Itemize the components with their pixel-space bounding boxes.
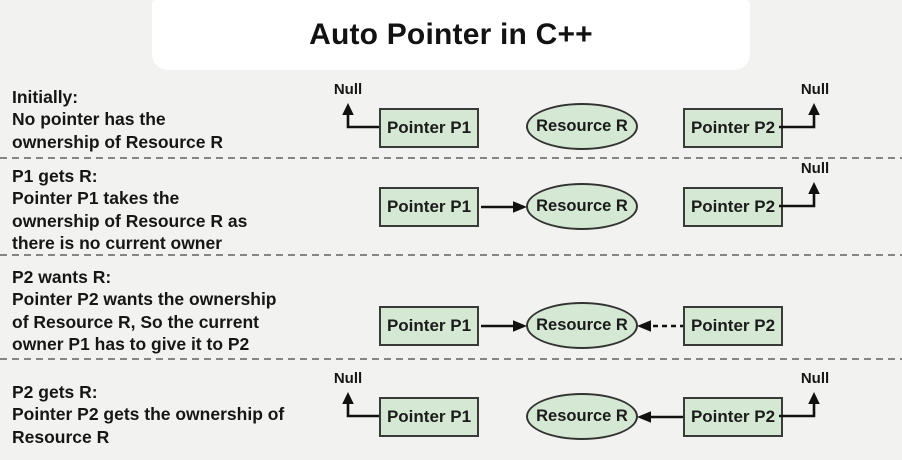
row4-p2-null-arrow-connector xyxy=(779,392,820,418)
row3-p2-wants-resource-dashed-arrow xyxy=(637,320,685,332)
row2-p1-owns-resource-arrow xyxy=(481,201,527,213)
row4-resource-ellipse: Resource R xyxy=(526,393,638,440)
row2-description: P1 gets R: Pointer P1 takes the ownershi… xyxy=(12,166,248,254)
row3-description: P2 wants R: Pointer P2 wants the ownersh… xyxy=(12,267,277,355)
row4-p2-null-label: Null xyxy=(800,370,830,387)
row2-p2-null-label: Null xyxy=(800,160,830,177)
row3-pointer-p2-box: Pointer P2 xyxy=(683,306,783,346)
row4-pointer-p2-box: Pointer P2 xyxy=(683,397,783,437)
row1-pointer-p1-box: Pointer P1 xyxy=(379,108,479,148)
row2-pointer-p2-box: Pointer P2 xyxy=(683,187,783,227)
title-banner: Auto Pointer in C++ xyxy=(152,0,750,70)
row2-pointer-p1-box: Pointer P1 xyxy=(379,187,479,227)
row4-p2-owns-resource-arrow xyxy=(637,411,685,423)
row1-p1-null-arrow-connector xyxy=(342,103,383,129)
row1-p2-null-label: Null xyxy=(800,81,830,98)
row4-pointer-p1-box: Pointer P1 xyxy=(379,397,479,437)
row3-pointer-p1-box: Pointer P1 xyxy=(379,306,479,346)
page-title: Auto Pointer in C++ xyxy=(309,18,593,51)
row-divider xyxy=(0,157,902,159)
row4-p1-null-arrow-connector xyxy=(342,392,383,418)
row-divider xyxy=(0,254,902,256)
row1-p2-null-arrow-connector xyxy=(779,103,820,129)
row1-description: Initially: No pointer has the ownership … xyxy=(12,87,224,152)
row4-description: P2 gets R: Pointer P2 gets the ownership… xyxy=(12,382,285,447)
row1-resource-ellipse: Resource R xyxy=(526,103,638,150)
row3-resource-ellipse: Resource R xyxy=(526,302,638,349)
row-divider xyxy=(0,358,902,360)
row2-resource-ellipse: Resource R xyxy=(526,183,638,230)
row4-p1-null-label: Null xyxy=(333,370,363,387)
row3-p1-owns-resource-arrow xyxy=(481,320,527,332)
row1-p1-null-label: Null xyxy=(333,81,363,98)
row2-p2-null-arrow-connector xyxy=(779,182,820,208)
row1-pointer-p2-box: Pointer P2 xyxy=(683,108,783,148)
